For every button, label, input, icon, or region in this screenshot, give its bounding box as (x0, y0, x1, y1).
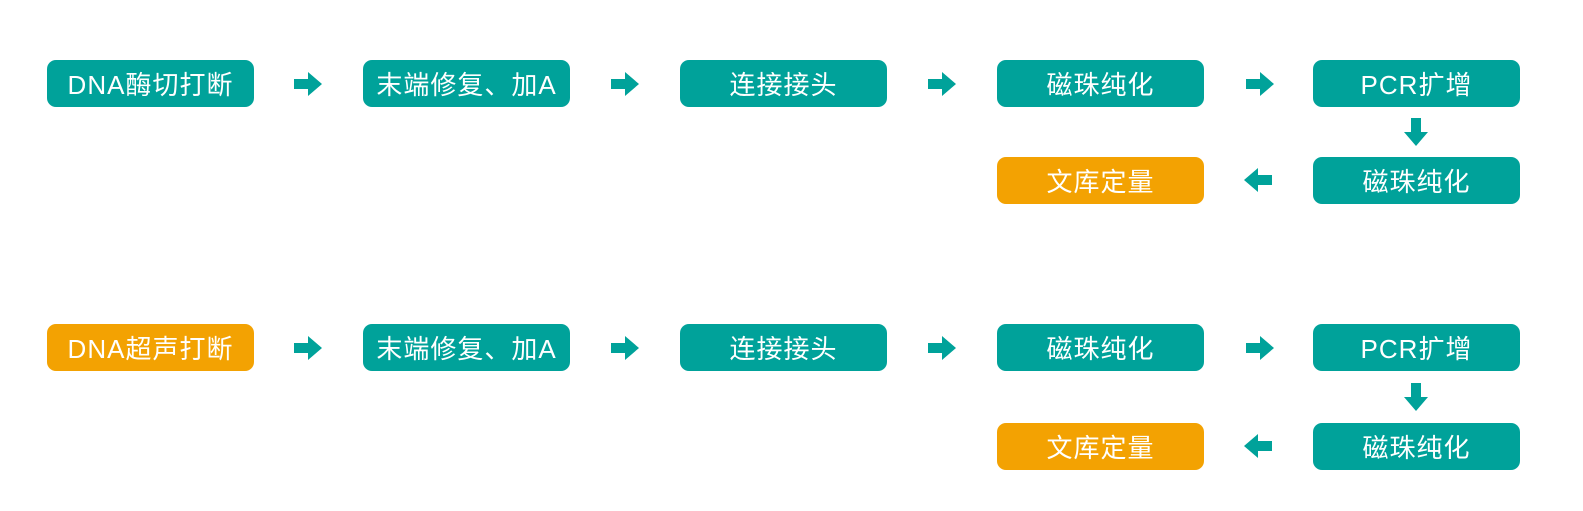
right-arrow-icon (1242, 334, 1278, 362)
down-arrow-icon (1402, 379, 1430, 415)
step-dna-sonication: DNA超声打断 (47, 324, 254, 371)
step-pcr-amplification: PCR扩增 (1313, 324, 1520, 371)
left-arrow-icon (1240, 432, 1276, 460)
step-adapter-ligation: 连接接头 (680, 324, 887, 371)
step-end-repair-add-a: 末端修复、加A (363, 324, 570, 371)
right-arrow-icon (607, 70, 643, 98)
step-dna-enzyme-digestion: DNA酶切打断 (47, 60, 254, 107)
right-arrow-icon (290, 334, 326, 362)
right-arrow-icon (290, 70, 326, 98)
step-bead-purification-2: 磁珠纯化 (1313, 423, 1520, 470)
right-arrow-icon (924, 70, 960, 98)
step-adapter-ligation: 连接接头 (680, 60, 887, 107)
step-end-repair-add-a: 末端修复、加A (363, 60, 570, 107)
step-library-quantification: 文库定量 (997, 423, 1204, 470)
right-arrow-icon (924, 334, 960, 362)
step-library-quantification: 文库定量 (997, 157, 1204, 204)
step-pcr-amplification: PCR扩增 (1313, 60, 1520, 107)
right-arrow-icon (607, 334, 643, 362)
step-bead-purification-2: 磁珠纯化 (1313, 157, 1520, 204)
down-arrow-icon (1402, 114, 1430, 150)
left-arrow-icon (1240, 166, 1276, 194)
right-arrow-icon (1242, 70, 1278, 98)
step-bead-purification: 磁珠纯化 (997, 60, 1204, 107)
step-bead-purification: 磁珠纯化 (997, 324, 1204, 371)
